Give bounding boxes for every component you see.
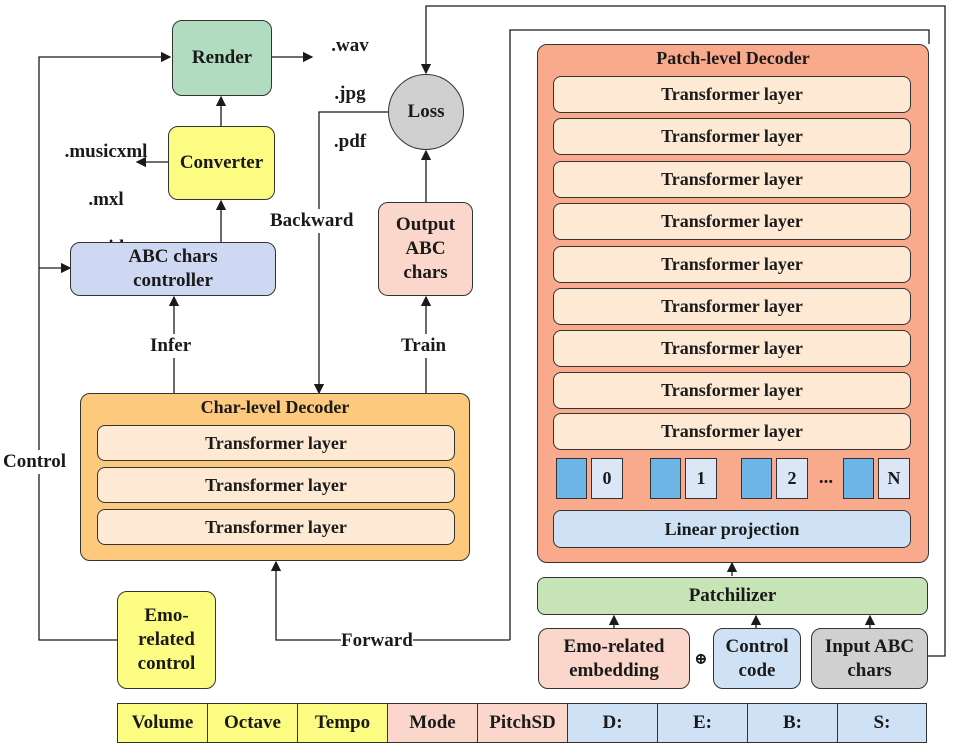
patch-decoder-title: Patch-level Decoder [656, 48, 810, 68]
train-label: Train [401, 334, 447, 358]
control-code-label: Control code [725, 635, 789, 681]
patch-embedding-0 [556, 458, 587, 499]
input-abc-block: Input ABC chars [811, 628, 928, 689]
control-cell-octave: Octave [207, 703, 298, 743]
abc-controller-block: ABC chars controller [70, 242, 276, 296]
emo-embedding-label: Emo-related embedding [563, 635, 665, 681]
control-cell-pitchsd: PitchSD [477, 703, 568, 743]
wav-label: .wav [331, 35, 369, 56]
patchilizer-label: Patchilizer [688, 585, 777, 606]
char-transformer-layer-3: Transformer layer [97, 509, 455, 545]
position-index-n: N [878, 458, 910, 499]
render-label: Render [191, 47, 253, 68]
patch-transformer-layer-2: Transformer layer [553, 118, 911, 155]
emo-control-label: Emo- related control [137, 605, 196, 674]
control-code-block: Control code [713, 628, 801, 689]
jpg-label: .jpg [334, 83, 366, 104]
position-index-0: 0 [591, 458, 623, 499]
control-cell-tempo: Tempo [297, 703, 388, 743]
patch-transformer-layer-7: Transformer layer [553, 330, 911, 367]
infer-label: Infer [150, 334, 192, 358]
patch-transformer-layer-4: Transformer layer [553, 203, 911, 240]
render-block: Render [172, 20, 272, 96]
control-cell-s: S: [837, 703, 927, 743]
backward-label: Backward [270, 209, 354, 233]
concat-operator: ⊕ [694, 651, 708, 668]
patch-transformer-layer-5: Transformer layer [553, 246, 911, 283]
musicxml-label: .musicxml [64, 141, 148, 162]
pdf-label: .pdf [333, 131, 367, 152]
char-decoder-title: Char-level Decoder [200, 397, 350, 417]
char-transformer-layer-1: Transformer layer [97, 425, 455, 461]
control-cell-d: D: [567, 703, 658, 743]
linear-projection-block: Linear projection [553, 510, 911, 548]
emo-embedding-block: Emo-related embedding [538, 628, 690, 689]
emo-control-block: Emo- related control [117, 591, 216, 689]
patchilizer-block: Patchilizer [537, 577, 928, 615]
control-label: Control [3, 450, 66, 474]
patch-embedding-n [843, 458, 874, 499]
patch-transformer-layer-1: Transformer layer [553, 76, 911, 113]
patch-embedding-2 [741, 458, 772, 499]
control-cell-e: E: [657, 703, 748, 743]
patch-embedding-1 [650, 458, 681, 499]
render-outputs: .wav .jpg .pdf [318, 10, 382, 178]
loss-node: Loss [388, 74, 464, 150]
control-cell-volume: Volume [117, 703, 208, 743]
loss-label: Loss [407, 101, 445, 122]
converter-block: Converter [168, 126, 275, 200]
char-transformer-layer-2: Transformer layer [97, 467, 455, 503]
patch-transformer-layer-8: Transformer layer [553, 372, 911, 409]
input-abc-label: Input ABC chars [824, 635, 915, 681]
converter-label: Converter [179, 152, 264, 173]
patch-transformer-layer-6: Transformer layer [553, 288, 911, 325]
token-ellipsis: ... [818, 467, 834, 488]
output-abc-label: Output ABC chars [395, 214, 456, 283]
forward-label: Forward [341, 629, 413, 653]
position-index-2: 2 [776, 458, 808, 499]
patch-transformer-layer-3: Transformer layer [553, 161, 911, 198]
control-cell-b: B: [747, 703, 838, 743]
control-cell-mode: Mode [387, 703, 478, 743]
mxl-label: .mxl [88, 189, 124, 210]
output-abc-block: Output ABC chars [378, 202, 473, 296]
patch-transformer-layer-9: Transformer layer [553, 413, 911, 450]
position-index-1: 1 [685, 458, 717, 499]
abc-controller-label: ABC chars controller [128, 246, 218, 291]
